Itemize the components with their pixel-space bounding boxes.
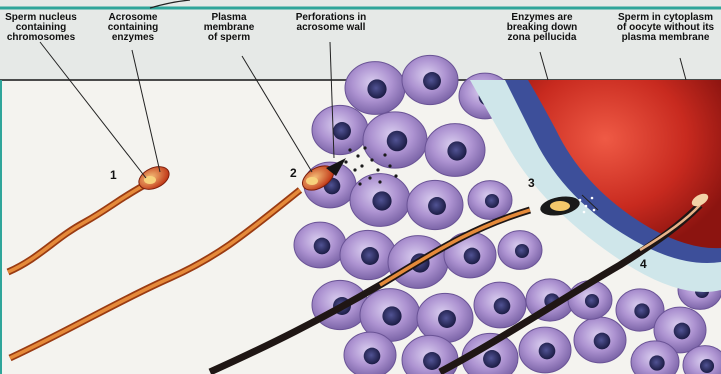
perforation-dot — [358, 182, 361, 185]
perforation-dot — [376, 168, 379, 171]
follicle-cell-nucleus — [361, 247, 379, 265]
follicle-cell-nucleus — [515, 244, 529, 258]
follicle-cell-nucleus — [674, 323, 691, 340]
enzyme-dot — [593, 209, 596, 212]
follicle-cell-nucleus — [382, 306, 401, 325]
follicle-cell-nucleus — [585, 294, 599, 308]
perforation-dot — [368, 176, 371, 179]
follicle-cell-nucleus — [649, 355, 664, 370]
follicle-cell-nucleus — [700, 359, 714, 373]
enzyme-dot — [591, 197, 594, 200]
perforation-dot — [394, 174, 397, 177]
follicle-cell-nucleus — [428, 197, 446, 215]
stage-number-3: 3 — [528, 176, 535, 190]
follicle-cell-nucleus — [494, 298, 511, 315]
stage-number-1: 1 — [110, 168, 117, 182]
label-sperm-in-cytoplasm: Sperm in cytoplasm of oocyte without its… — [610, 13, 721, 43]
follicle-cell-nucleus — [447, 141, 466, 160]
follicle-cell-nucleus — [539, 343, 556, 360]
stage-number-4: 4 — [640, 257, 647, 271]
enzyme-dot — [583, 211, 586, 214]
perforation-dot — [383, 153, 386, 156]
perforation-dot — [378, 180, 381, 183]
perforation-dot — [363, 146, 366, 149]
follicle-cell-nucleus — [423, 352, 441, 370]
follicle-cell-nucleus — [464, 248, 481, 265]
sperm-3-nucleus — [550, 201, 570, 211]
enzyme-dot — [579, 199, 582, 202]
label-acrosome: Acrosome containing enzymes — [94, 13, 172, 43]
perforation-dot — [348, 148, 351, 151]
follicle-cell-nucleus — [314, 238, 331, 255]
enzyme-dot — [585, 205, 588, 208]
stage-number-2: 2 — [290, 166, 297, 180]
follicle-cell-nucleus — [634, 303, 649, 318]
label-plasma-membrane: Plasma membrane of sperm — [198, 13, 260, 43]
perforation-dot — [360, 164, 363, 167]
follicle-cell-nucleus — [485, 194, 499, 208]
follicle-cell-nucleus — [594, 333, 611, 350]
perforation-dot — [356, 154, 359, 157]
perforation-dot — [353, 168, 356, 171]
follicle-cell-nucleus — [387, 131, 407, 151]
follicle-cell-nucleus — [438, 310, 456, 328]
label-perforations: Perforations in acrosome wall — [282, 13, 380, 33]
sperm-2-nucleus — [306, 177, 318, 185]
follicle-cell-nucleus — [333, 122, 351, 140]
perforation-dot — [388, 164, 391, 167]
follicle-cell-nucleus — [367, 79, 386, 98]
label-sperm-nucleus: Sperm nucleus containing chromosomes — [0, 13, 82, 43]
perforation-dot — [370, 158, 373, 161]
label-enzymes: Enzymes are breaking down zona pellucida — [494, 13, 590, 43]
follicle-cell-nucleus — [364, 348, 381, 365]
follicle-cell-nucleus — [372, 191, 391, 210]
follicle-cell-nucleus — [483, 350, 501, 368]
follicle-cell-nucleus — [423, 72, 441, 90]
perforation-dot — [344, 160, 347, 163]
